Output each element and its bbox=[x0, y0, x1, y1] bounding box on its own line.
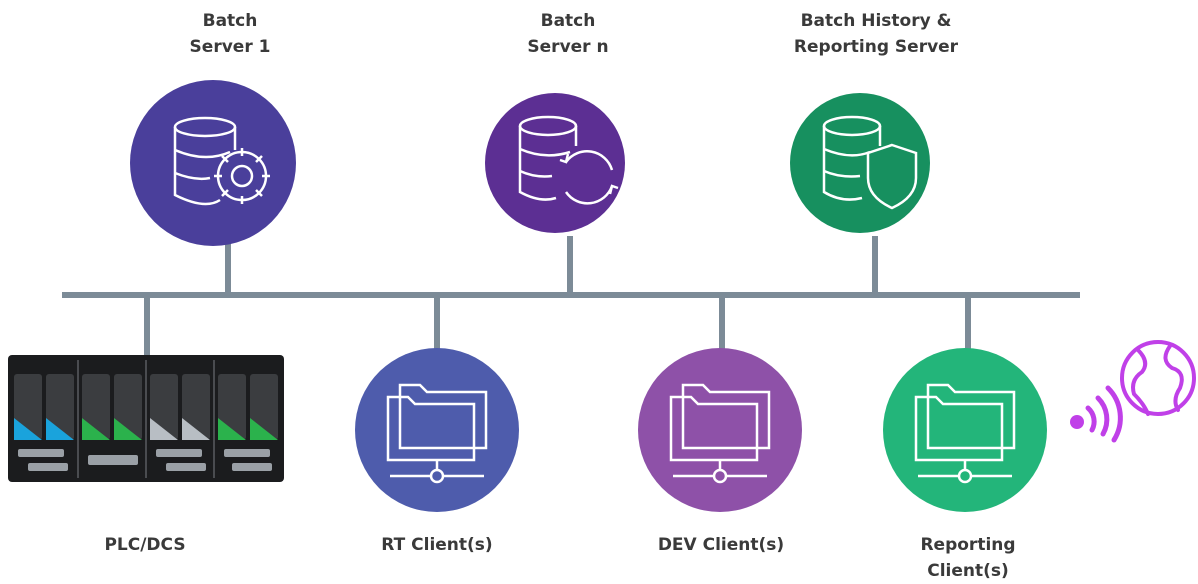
network-folder-icon bbox=[669, 383, 771, 484]
wireless-globe-icon bbox=[1070, 340, 1196, 443]
history-server-label: Batch History & Reporting Server bbox=[793, 11, 959, 57]
dev-client-node bbox=[638, 348, 802, 512]
rt-client-node bbox=[355, 348, 519, 512]
server-1-label: Batch Server 1 bbox=[189, 11, 271, 57]
server-n-node bbox=[485, 93, 625, 233]
plc-label: PLC/DCS bbox=[104, 535, 186, 555]
database-sync-icon bbox=[518, 115, 619, 205]
plc-rack-image bbox=[8, 355, 284, 482]
database-gear-icon bbox=[173, 116, 270, 206]
server-n-label: Batch Server n bbox=[527, 11, 609, 57]
reporting-client-label: Reporting Client(s) bbox=[920, 535, 1016, 581]
database-shield-icon bbox=[822, 115, 918, 210]
reporting-client-node bbox=[883, 348, 1047, 512]
network-folder-icon bbox=[914, 383, 1016, 484]
dev-client-label: DEV Client(s) bbox=[657, 535, 785, 555]
server-1-node bbox=[130, 80, 296, 246]
plc-modules bbox=[14, 360, 278, 478]
rt-client-label: RT Client(s) bbox=[381, 535, 493, 555]
network-bus bbox=[62, 236, 1080, 360]
history-server-node bbox=[790, 93, 930, 233]
network-folder-icon bbox=[386, 383, 488, 484]
